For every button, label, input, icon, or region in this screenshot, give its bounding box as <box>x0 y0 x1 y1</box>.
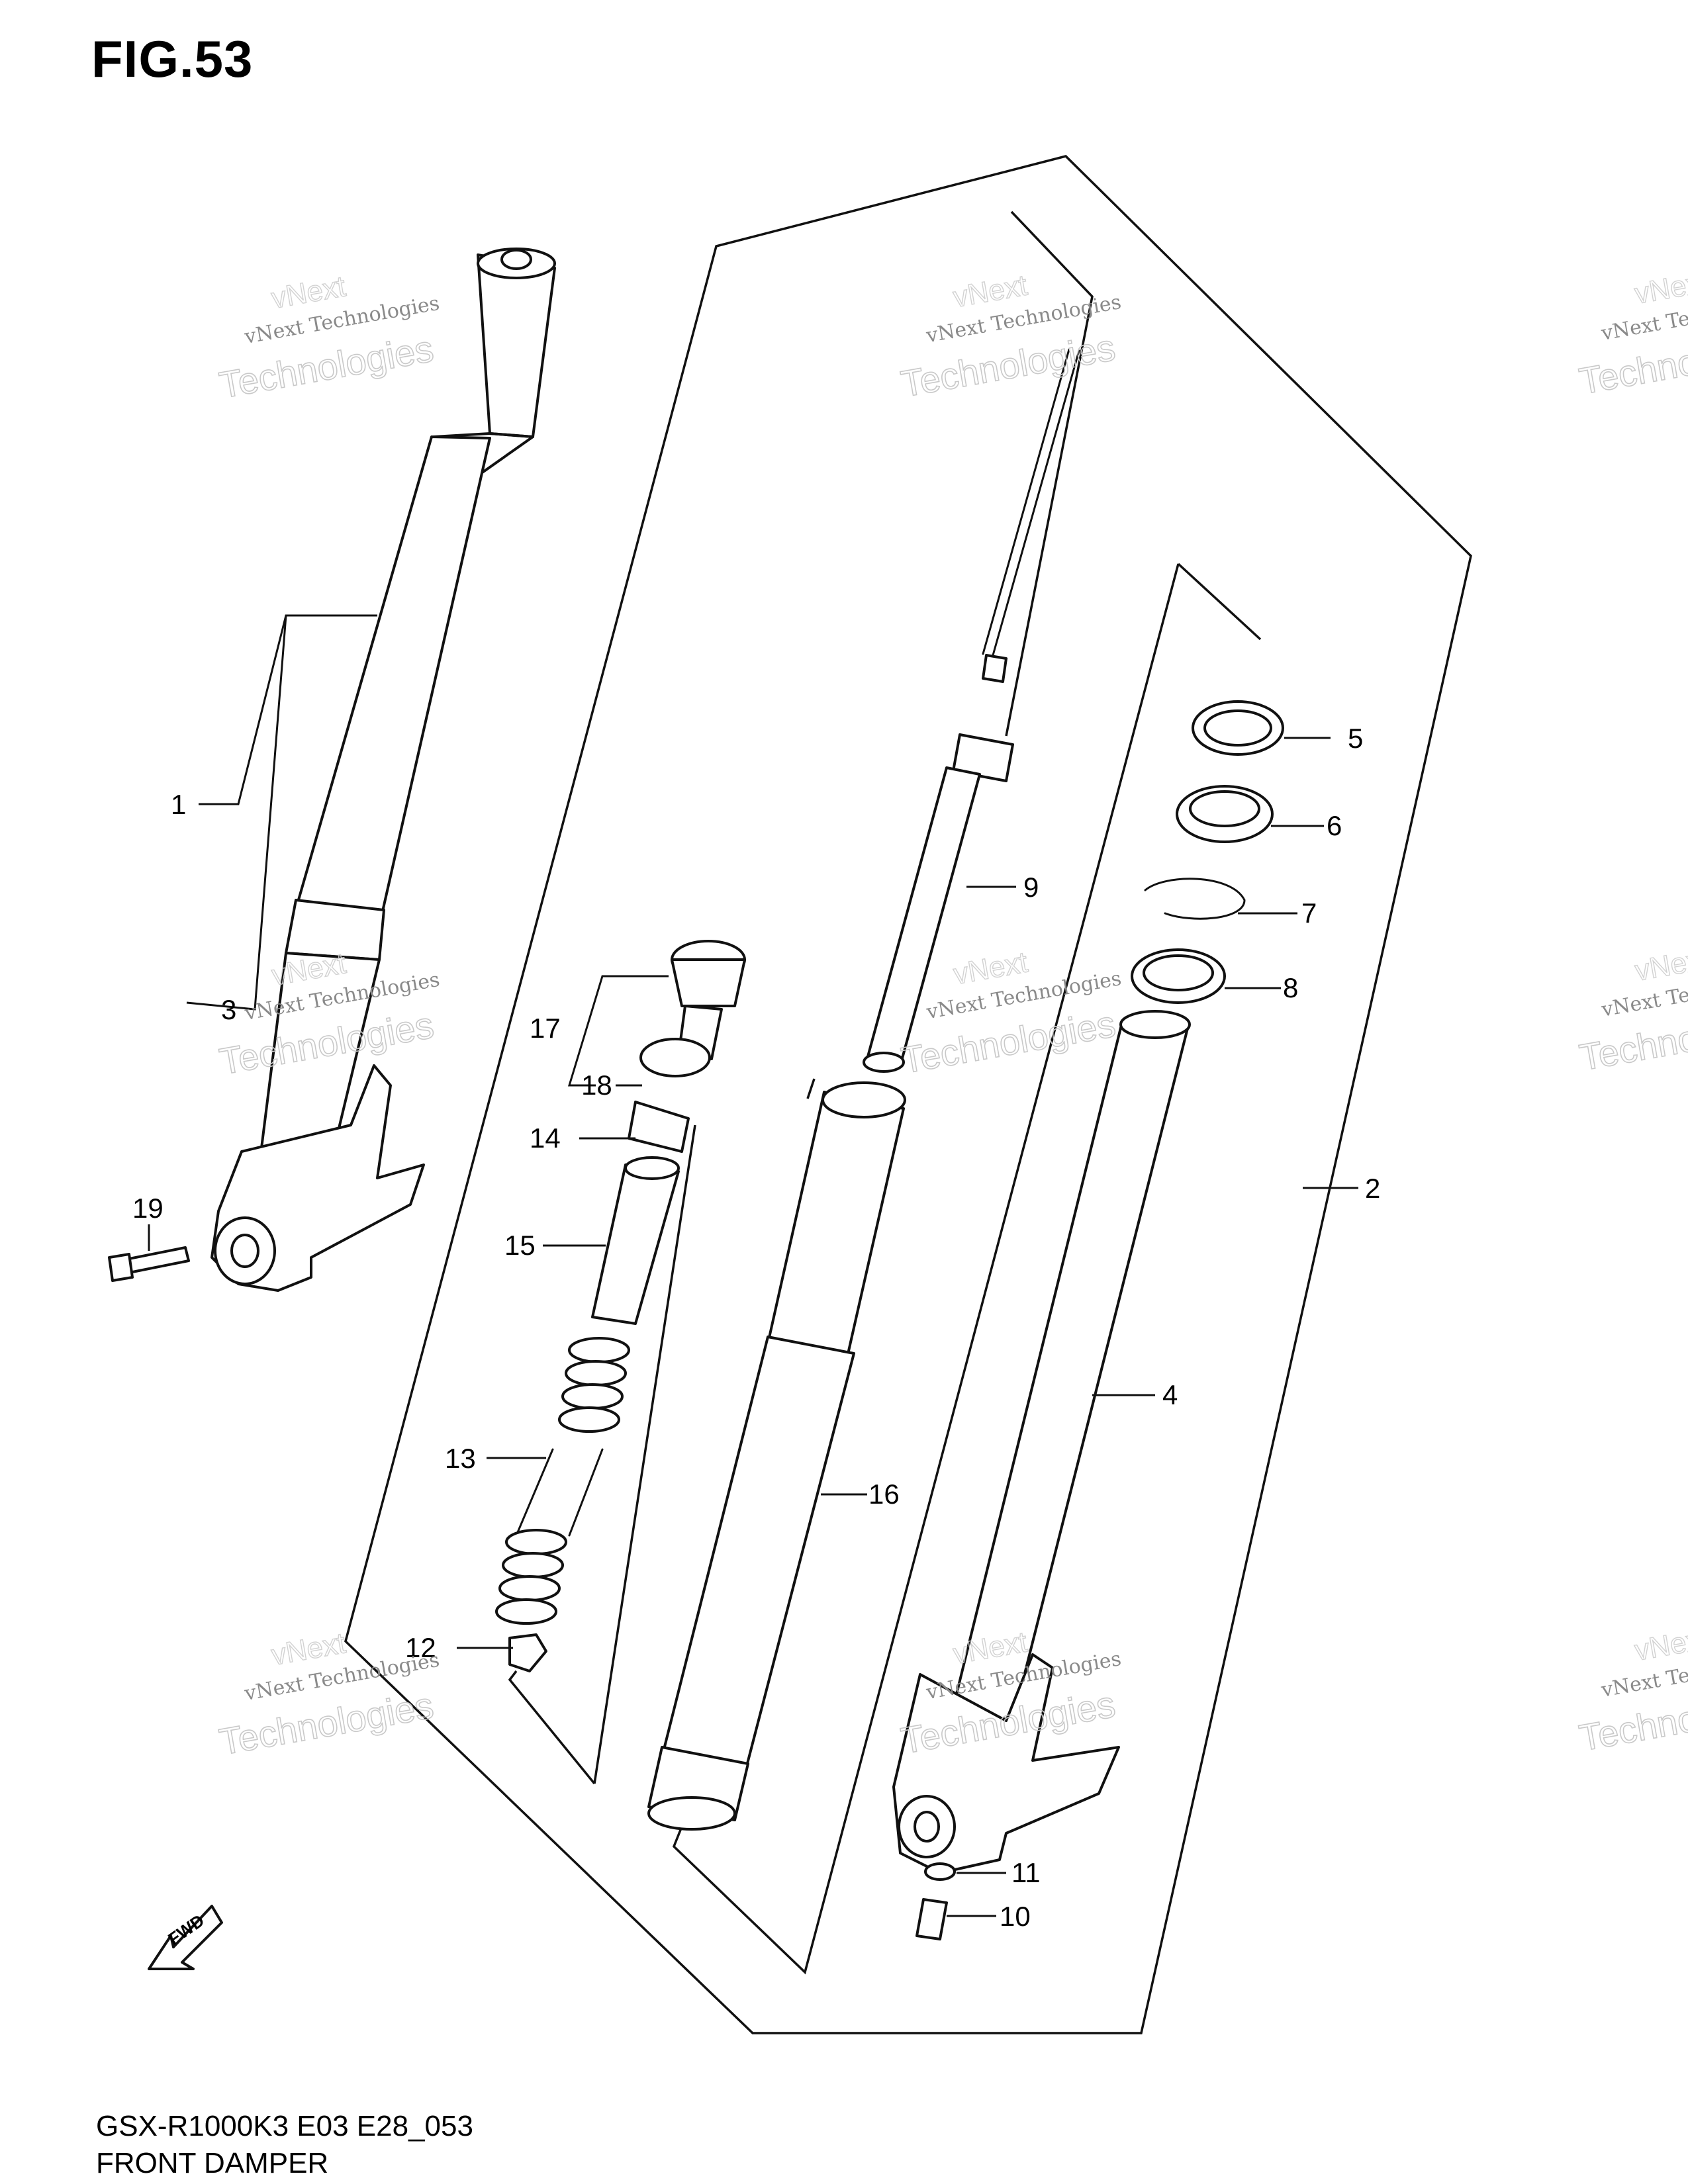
assembly-frame-inner-6 <box>593 1124 696 1784</box>
leader-3 <box>186 615 287 1011</box>
assembly-frame-inner-4 <box>508 1670 596 1785</box>
watermark-3: vNext vNext Technologies Technologies <box>1575 265 1688 403</box>
svg-text:vNext: vNext <box>1632 1622 1688 1667</box>
watermark-2: vNext vNext Technologies Technologies <box>898 269 1123 406</box>
svg-text:vNext: vNext <box>951 269 1029 314</box>
stopper-ring-7 <box>1144 878 1246 920</box>
o-ring-18 <box>639 1038 711 1077</box>
assembly-frame-inner-5 <box>806 1078 816 1099</box>
washer-11 <box>924 1862 956 1881</box>
assembly-frame-inner <box>1005 210 1094 737</box>
watermark-9: vNext vNext Technologies Technologies <box>1575 1622 1688 1760</box>
inner-tube-16 <box>647 1081 906 1831</box>
oil-seal-6-inner <box>1189 790 1260 827</box>
assembly-frame-inner-3 <box>672 563 1180 1975</box>
callout-5: 5 <box>1348 723 1363 754</box>
callout-19: 19 <box>132 1193 164 1224</box>
callout-2: 2 <box>1365 1173 1380 1204</box>
callout-17: 17 <box>530 1013 561 1044</box>
callout-3: 3 <box>221 994 236 1025</box>
section-name: FRONT DAMPER <box>96 2147 329 2179</box>
oil-seal-6 <box>1176 785 1274 843</box>
watermark-6: vNext vNext Technologies Technologies <box>1576 942 1688 1079</box>
svg-text:vNext: vNext <box>269 270 348 315</box>
spring-13 <box>495 1337 630 1625</box>
svg-text:vNext: vNext <box>1632 265 1688 310</box>
nut-12 <box>508 1633 547 1672</box>
callout-11: 11 <box>1011 1857 1041 1888</box>
bolt-19 <box>108 1246 190 1282</box>
spacer-15 <box>591 1156 680 1325</box>
callout-9: 9 <box>1023 872 1039 903</box>
bushing-8 <box>1131 948 1226 1004</box>
callout-7: 7 <box>1301 897 1317 929</box>
callout-16: 16 <box>868 1479 900 1510</box>
leader-17 <box>567 975 669 1087</box>
assembly-frame-inner-2 <box>1177 563 1262 641</box>
callout-10: 10 <box>1000 1901 1031 1932</box>
damper-rod-9 <box>863 348 1080 1073</box>
leader-1 <box>199 614 377 805</box>
callout-12: 12 <box>405 1632 436 1663</box>
svg-text:vNext: vNext <box>1632 942 1688 987</box>
svg-text:vNext: vNext <box>269 1627 348 1672</box>
callout-8: 8 <box>1283 972 1298 1003</box>
callout-15: 15 <box>504 1230 536 1261</box>
figure-title: FIG.53 <box>91 30 254 88</box>
spacer-14 <box>628 1101 690 1153</box>
fwd-arrow: FWD <box>148 1905 223 1970</box>
callout-1: 1 <box>171 789 186 820</box>
callout-13: 13 <box>445 1443 476 1474</box>
assembly-frame-outer <box>344 155 1472 2034</box>
callout-4: 4 <box>1162 1379 1178 1410</box>
bolt-10 <box>915 1898 948 1940</box>
dust-seal-5-inner <box>1203 709 1272 747</box>
watermark-4: vNext vNext Technologies Technologies <box>216 946 442 1083</box>
callout-14: 14 <box>530 1122 561 1154</box>
outer-tube-4 <box>892 1010 1191 1874</box>
watermark-1: vNext vNext Technologies Technologies <box>216 269 442 406</box>
callout-6: 6 <box>1327 810 1342 841</box>
front-fork-assembly-left <box>211 248 556 1292</box>
model-code: GSX-R1000K3 E03 E28_053 <box>96 2110 473 2142</box>
callout-18: 18 <box>581 1069 612 1101</box>
bushing-8-inner <box>1143 954 1214 991</box>
